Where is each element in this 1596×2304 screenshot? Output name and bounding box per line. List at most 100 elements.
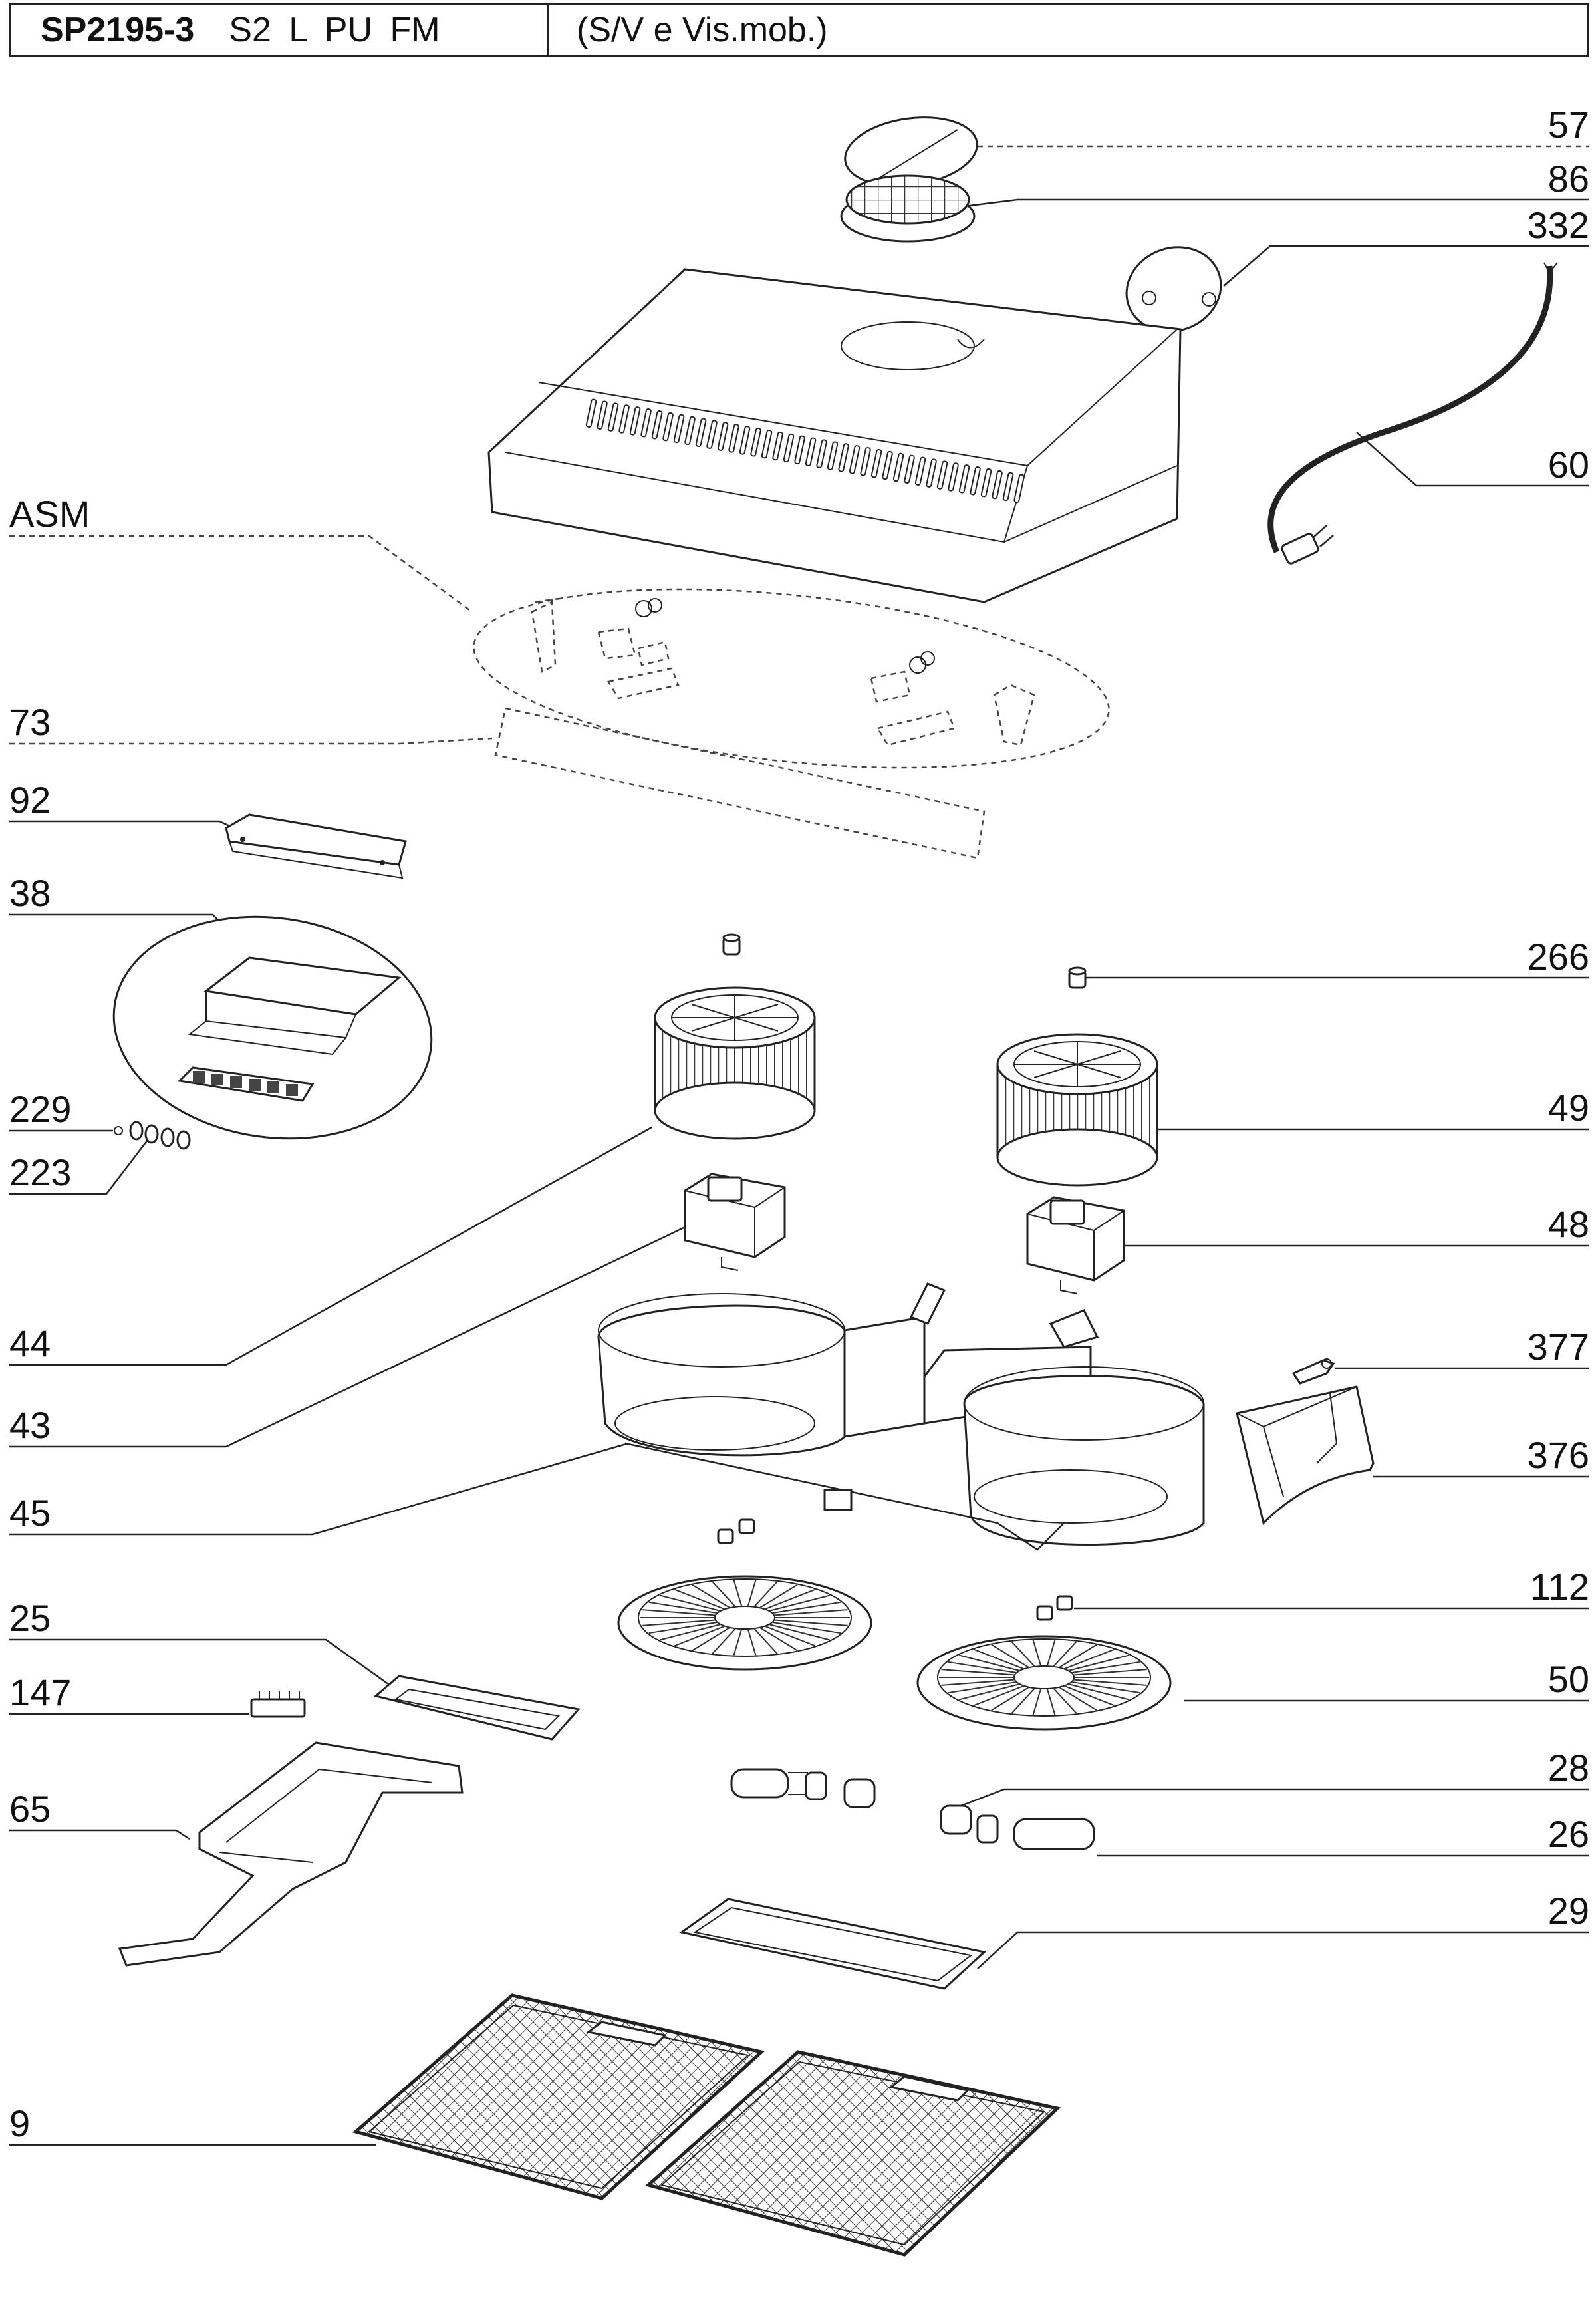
fan-spoke <box>958 1683 1020 1701</box>
fan-spoke <box>642 1619 716 1626</box>
vent-slot <box>849 445 861 474</box>
fan-spoke <box>773 1609 848 1616</box>
callout-65: 65 <box>9 1788 51 1830</box>
model-description: (S/V e Vis.mob.) <box>577 11 828 49</box>
fan-spoke <box>1073 1669 1147 1676</box>
part-229-223-small <box>114 1121 191 1150</box>
fan-spoke <box>764 1625 816 1647</box>
callout-38: 38 <box>9 872 51 914</box>
part-49-blower-right <box>996 1033 1158 1187</box>
vent-slot <box>980 468 992 498</box>
part-29-lamp-cover <box>679 1898 987 1990</box>
part-26-28-lamp-holders <box>730 1768 1095 1850</box>
callout-332: 332 <box>1528 204 1589 246</box>
vent-slot <box>1002 472 1014 502</box>
callout-223: 223 <box>9 1151 71 1193</box>
board-component <box>286 1084 298 1096</box>
part-65-frame <box>118 1741 464 1967</box>
part-86-spigot <box>840 174 976 243</box>
fan-spoke <box>991 1644 1030 1669</box>
vent-slot <box>827 441 839 470</box>
fan-spoke <box>648 1621 718 1634</box>
callout-26: 26 <box>1548 1813 1589 1855</box>
board-component <box>211 1074 223 1085</box>
fan-spoke <box>648 1601 718 1614</box>
fan-spoke <box>1068 1683 1130 1701</box>
fan-spoke <box>659 1624 721 1641</box>
fan-spoke <box>733 1580 743 1607</box>
fan-spoke <box>753 1581 778 1608</box>
board-component <box>193 1071 205 1083</box>
part-25-bracket <box>373 1675 581 1741</box>
callout-48: 48 <box>1548 1203 1589 1245</box>
vent-slot <box>618 404 630 434</box>
vent-slot <box>640 408 652 438</box>
fan-spoke <box>1058 1644 1097 1669</box>
part-38-control-board <box>112 915 433 1140</box>
callout-49: 49 <box>1548 1087 1589 1129</box>
callout-9: 9 <box>9 2102 30 2144</box>
fan-spoke <box>712 1581 736 1608</box>
vent-slot <box>728 424 739 453</box>
board-component <box>249 1079 261 1091</box>
dashed-leader-lines <box>9 145 1589 745</box>
vent-slot <box>892 452 904 482</box>
callout-29: 29 <box>1548 1890 1589 1932</box>
fan-spoke <box>1053 1641 1077 1667</box>
callout-86: 86 <box>1548 158 1589 200</box>
fan-spoke <box>958 1654 1020 1671</box>
fan-spoke <box>1068 1654 1130 1671</box>
fan-spoke <box>712 1628 736 1654</box>
model-code: SP2195-3 <box>41 11 195 49</box>
vent-slot <box>706 420 718 449</box>
vent-slot <box>761 429 773 459</box>
callout-43: 43 <box>9 1404 51 1446</box>
vent-slot <box>958 464 970 494</box>
fan-spoke <box>692 1626 731 1652</box>
callout-44: 44 <box>9 1322 51 1364</box>
fan-spoke <box>642 1609 716 1616</box>
vent-slot <box>695 418 707 447</box>
callout-45: 45 <box>9 1492 51 1534</box>
fan-spoke <box>674 1588 726 1610</box>
fan-spoke <box>773 1619 848 1626</box>
part-60-power-cord <box>1267 262 1558 565</box>
part-50-fan-ring-left <box>617 1575 872 1671</box>
fan-spoke <box>771 1621 841 1634</box>
part-73-diffuser <box>494 707 986 859</box>
vent-slot <box>805 437 817 466</box>
fan-spoke <box>941 1669 1015 1676</box>
vent-slot <box>970 466 981 496</box>
fan-spoke <box>747 1628 757 1656</box>
fan-spoke <box>1063 1648 1115 1670</box>
callout-28: 28 <box>1548 1747 1589 1789</box>
fan-spoke <box>973 1648 1025 1670</box>
fan-spoke <box>1071 1661 1140 1674</box>
fan-spoke <box>674 1625 726 1647</box>
vent-slot <box>794 435 805 465</box>
vent-slot <box>992 470 1003 500</box>
part-92-bracket <box>225 813 407 879</box>
vent-slot <box>816 439 827 468</box>
fan-spoke <box>771 1601 841 1614</box>
vent-slot <box>597 400 608 430</box>
fan-spoke <box>759 1584 798 1609</box>
callout-112: 112 <box>1530 1566 1589 1608</box>
fan-spoke <box>941 1679 1015 1686</box>
fan-spoke <box>759 1626 798 1652</box>
callout-229: 229 <box>9 1088 71 1130</box>
vent-slot <box>739 426 751 455</box>
callout-92: 92 <box>9 779 51 821</box>
fan-spoke <box>1073 1679 1147 1686</box>
fan-spoke <box>1046 1640 1056 1667</box>
vent-slot <box>936 460 948 490</box>
fan-spoke <box>1053 1687 1077 1714</box>
vent-slot <box>651 410 663 440</box>
part-50-fan-ring-right <box>916 1635 1172 1731</box>
part-266-knob <box>722 933 1087 989</box>
part-asm-switch-assembly <box>473 588 1110 769</box>
vent-slot <box>948 462 959 492</box>
part-48-motor-right <box>1026 1196 1125 1294</box>
vent-slot <box>585 398 597 428</box>
vent-slot <box>607 402 619 432</box>
